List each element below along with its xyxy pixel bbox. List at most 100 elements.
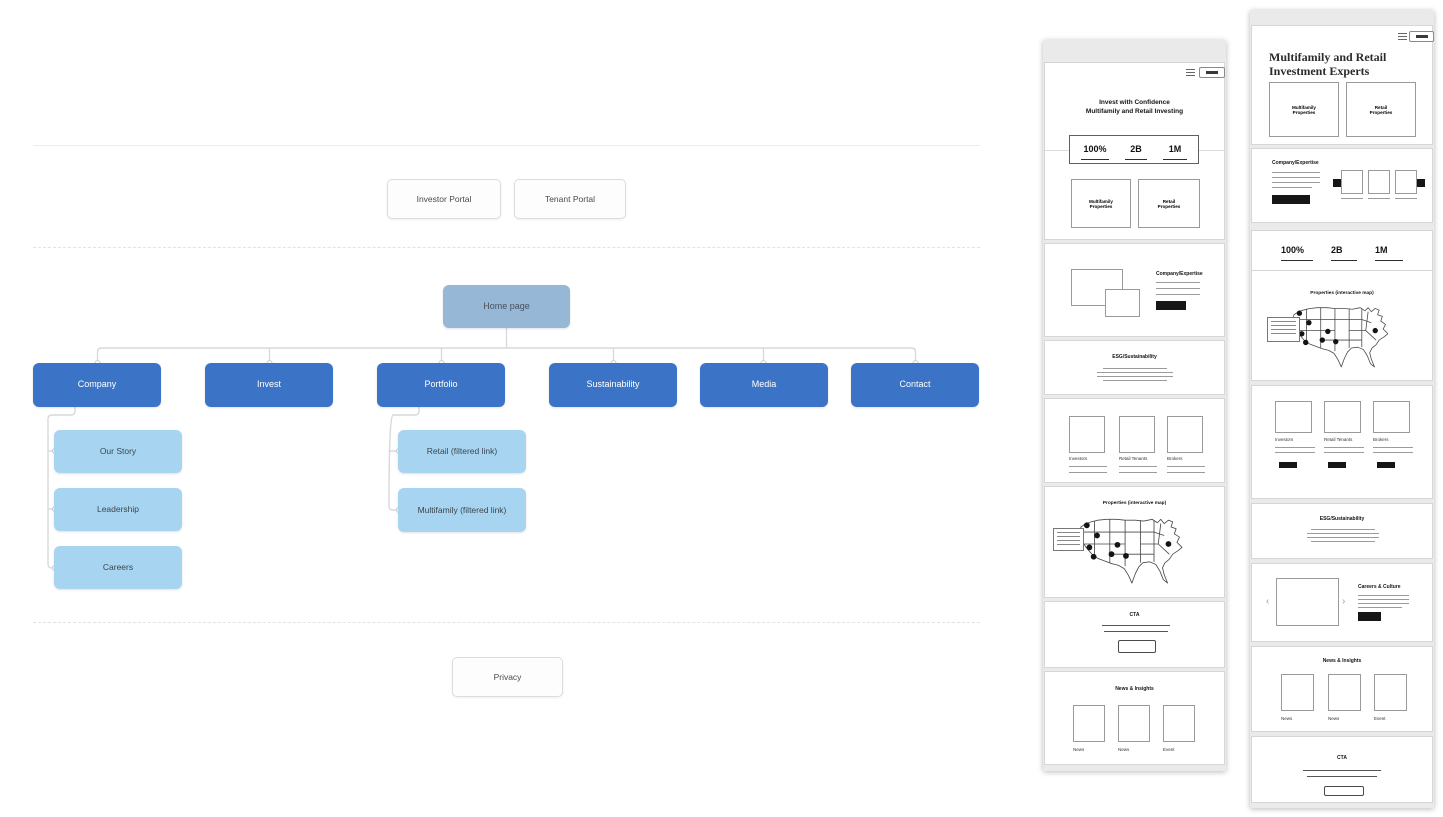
cta-button-placeholder[interactable] [1279, 462, 1297, 468]
text-line [1311, 529, 1375, 530]
wfd-stats-section[interactable]: 100% 2B 1M [1251, 230, 1433, 275]
carousel-item[interactable] [1395, 170, 1417, 194]
investors-box[interactable] [1069, 416, 1105, 453]
wfm-personas-section[interactable]: Investors Retail Tenants Brokers [1044, 398, 1225, 483]
header-cta-button[interactable] [1409, 31, 1434, 42]
sitemap-node-invest[interactable]: Invest [205, 363, 333, 407]
section-title: ESG/Sustainability [1319, 516, 1365, 522]
text-line [1307, 537, 1379, 538]
cta-button-placeholder[interactable] [1156, 301, 1186, 310]
news-card[interactable] [1118, 705, 1150, 742]
sitemap-node-media[interactable]: Media [700, 363, 828, 407]
chevron-right-icon[interactable]: › [1342, 596, 1346, 607]
stat-item: 2B [1125, 139, 1147, 160]
wfd-hero-section[interactable]: Multifamily and Retail Investment Expert… [1251, 25, 1434, 145]
event-card[interactable] [1163, 705, 1195, 742]
map-pins [1083, 522, 1172, 560]
retail-properties-box[interactable]: Retail Properties [1138, 179, 1200, 228]
sitemap-node-privacy[interactable]: Privacy [452, 657, 563, 697]
news-card[interactable] [1281, 674, 1314, 711]
brokers-box[interactable] [1373, 401, 1410, 433]
wfd-personas-section[interactable]: Investors Retail Tenants Brokers [1251, 385, 1433, 499]
news-card[interactable] [1073, 705, 1105, 742]
hamburger-menu-icon[interactable] [1398, 33, 1407, 34]
retail-tenants-box[interactable] [1119, 416, 1155, 453]
node-label: Home page [483, 300, 530, 311]
wireframe-desktop[interactable]: Multifamily and Retail Investment Expert… [1250, 10, 1434, 808]
chevron-left-icon[interactable]: ‹ [1266, 596, 1270, 607]
cta-button-outline[interactable] [1324, 786, 1364, 796]
node-label: Investor Portal [416, 193, 472, 204]
wfd-careers-section[interactable]: ‹ › Careers & Culture [1251, 563, 1433, 642]
text-line [1097, 372, 1173, 373]
text-line [1167, 472, 1205, 473]
carousel-item[interactable] [1341, 170, 1363, 194]
section-title: Company/Expertise [1272, 160, 1319, 166]
sitemap-node-investor-portal[interactable]: Investor Portal [387, 179, 501, 219]
text-line [1069, 472, 1107, 473]
carousel-prev-arrow[interactable] [1333, 179, 1341, 187]
wfd-map-section[interactable]: Properties (interactive map) [1251, 270, 1433, 381]
sitemap-node-home[interactable]: Home page [443, 285, 570, 328]
cell-label: Retail Tenants [1119, 456, 1148, 461]
event-card[interactable] [1374, 674, 1407, 711]
sitemap-node-portfolio[interactable]: Portfolio [377, 363, 505, 407]
stat-item: 2B [1331, 240, 1357, 261]
sitemap-node-tenant-portal[interactable]: Tenant Portal [514, 179, 626, 219]
sitemap-node-multifamily-filtered[interactable]: Multifamily (filtered link) [398, 488, 526, 532]
us-map[interactable] [1270, 299, 1422, 378]
carousel-next-arrow[interactable] [1417, 179, 1425, 187]
cta-button-placeholder[interactable] [1272, 195, 1310, 204]
map-pins [1296, 310, 1378, 346]
wfd-cta-section[interactable]: CTA [1251, 736, 1433, 803]
section-title: CTA [1129, 612, 1140, 618]
wireframe-mobile[interactable]: Invest with Confidence Multifamily and R… [1043, 40, 1226, 771]
text-line [1275, 452, 1315, 453]
text-line [1373, 452, 1413, 453]
cta-button-placeholder[interactable] [1358, 612, 1381, 621]
wfd-esg-section[interactable]: ESG/Sustainability [1251, 503, 1433, 559]
header-cta-button[interactable] [1199, 67, 1225, 78]
brokers-box[interactable] [1167, 416, 1203, 453]
text-line [1272, 187, 1312, 188]
sitemap-node-contact[interactable]: Contact [851, 363, 979, 407]
multifamily-properties-box[interactable]: Multifamily Properties [1071, 179, 1131, 228]
cta-button-outline[interactable] [1118, 640, 1156, 653]
sitemap-node-sustainability[interactable]: Sustainability [549, 363, 677, 407]
text-line [1272, 177, 1320, 178]
wfm-cta-section[interactable]: CTA [1044, 601, 1225, 668]
text-line [1307, 533, 1379, 534]
cta-button-placeholder[interactable] [1328, 462, 1346, 468]
investors-box[interactable] [1275, 401, 1312, 433]
sitemap-node-company[interactable]: Company [33, 363, 161, 407]
sitemap-node-retail-filtered[interactable]: Retail (filtered link) [398, 430, 526, 473]
stats-bar: 100% 2B 1M [1069, 135, 1199, 164]
sitemap-node-leadership[interactable]: Leadership [54, 488, 182, 531]
cell-label: Investors [1069, 456, 1088, 461]
carousel-item[interactable] [1368, 170, 1390, 194]
multifamily-properties-box[interactable]: Multifamily Properties [1269, 82, 1339, 137]
section-title: Company/Expertise [1156, 271, 1203, 277]
text-line [1324, 447, 1364, 448]
hamburger-menu-icon[interactable] [1186, 69, 1195, 70]
cta-button-placeholder[interactable] [1377, 462, 1395, 468]
wfm-company-section[interactable]: Company/Expertise [1044, 243, 1225, 337]
node-label: Tenant Portal [544, 193, 596, 204]
retail-properties-box[interactable]: Retail Properties [1346, 82, 1416, 137]
us-map[interactable] [1056, 510, 1218, 595]
news-card[interactable] [1328, 674, 1361, 711]
text-line [1358, 607, 1402, 608]
wfd-company-section[interactable]: Company/Expertise [1251, 148, 1433, 223]
cell-label: Investors [1275, 437, 1294, 442]
wfm-news-section[interactable]: News & Insights News News Event [1044, 671, 1225, 765]
text-line [1119, 472, 1157, 473]
wfm-esg-section[interactable]: ESG/Sustainability [1044, 340, 1225, 395]
retail-tenants-box[interactable] [1324, 401, 1361, 433]
sitemap-node-careers[interactable]: Careers [54, 546, 182, 589]
wfm-map-section[interactable]: Properties (interactive map) [1044, 486, 1225, 598]
text-line [1341, 198, 1363, 199]
sitemap-node-our-story[interactable]: Our Story [54, 430, 182, 473]
wfd-news-section[interactable]: News & Insights News News Event [1251, 646, 1433, 732]
carousel-image-placeholder[interactable] [1276, 578, 1339, 626]
wfm-hero-section[interactable]: Invest with Confidence Multifamily and R… [1044, 62, 1225, 240]
